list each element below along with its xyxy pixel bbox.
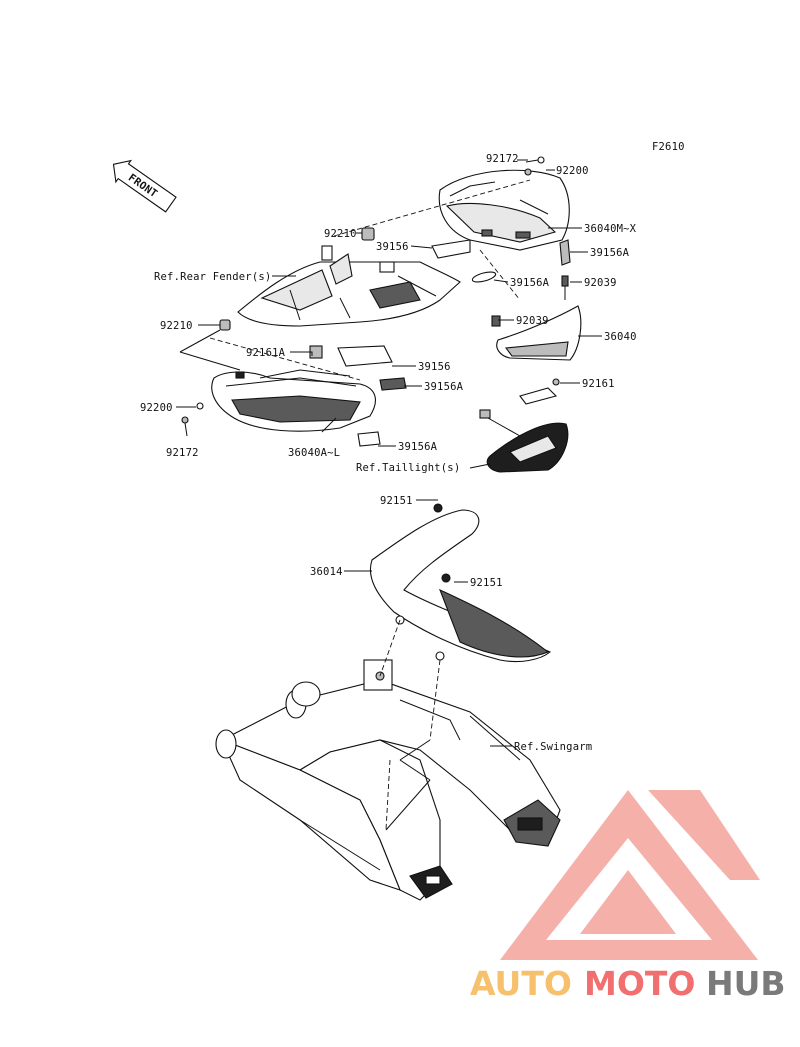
part-labels: 92172 92200 36040M~X 92210 39156 39156A … [140,153,637,753]
watermark-auto: AUTO [470,964,572,1003]
label-36014: 36014 [310,566,343,578]
collar-92210-left [219,319,231,331]
label-ref-swingarm: Ref.Swingarm [514,741,592,753]
label-92172-top: 92172 [486,153,519,165]
label-92200-top: 92200 [556,165,589,177]
watermark-logo-peak [648,790,760,880]
bolt-92172-top [524,156,545,176]
label-36040: 36040 [604,331,637,343]
watermark-hub: HUB [706,964,786,1003]
pad-39156A-right [559,239,571,266]
swingarm [215,659,561,901]
label-92151-mid: 92151 [470,577,503,589]
pad-39156A-center [471,271,497,283]
label-92172-left: 92172 [166,447,199,459]
collar-92210-top [361,227,375,241]
label-39156A-bot: 39156A [398,441,438,453]
leader-lines-upper [176,159,602,469]
seat-cowl-right [438,169,570,251]
label-39156-mid: 39156 [418,361,451,373]
watermark-text: AUTO MOTO HUB [470,964,786,1003]
leader-lines-lower [344,499,512,831]
pad-39156-mid [337,345,393,367]
clip-92039-right [561,275,569,300]
bolt-92172-left [181,402,204,437]
label-92210-top: 92210 [324,228,357,240]
label-92210-left: 92210 [160,320,193,332]
label-92039-right: 92039 [584,277,617,289]
taillight [479,409,569,473]
taillight-cover-36040 [491,305,582,361]
label-39156A-right: 39156A [590,247,630,259]
figure-code: F2610 [652,141,685,153]
label-92161: 92161 [582,378,615,390]
rear-fender [237,245,461,327]
watermark-logo-notch [580,870,676,934]
watermark-logo [500,790,760,960]
front-arrow-shape [112,159,177,213]
label-39156-top: 39156 [376,241,409,253]
pad-39156A-bot [357,431,381,447]
label-39156A-center: 39156A [510,277,550,289]
label-ref-taillight: Ref.Taillight(s) [356,462,460,474]
chain-guard-36014 [370,503,552,663]
label-92200-left: 92200 [140,402,173,414]
seat-cowl-left [211,369,376,432]
label-92161A: 92161A [246,347,286,359]
front-direction-badge: FRONT [112,159,177,213]
pad-39156A-mid [379,377,407,391]
damper-92161 [519,378,560,405]
label-92039-left: 92039 [516,315,549,327]
label-39156A-mid: 39156A [424,381,464,393]
watermark-moto: MOTO [584,964,695,1003]
label-92151-top: 92151 [380,495,413,507]
label-36040M-X: 36040M~X [584,223,637,235]
pad-39156-top [431,239,471,259]
label-36040A-L: 36040A~L [288,447,340,459]
label-ref-rear-fender: Ref.Rear Fender(s) [154,271,271,283]
